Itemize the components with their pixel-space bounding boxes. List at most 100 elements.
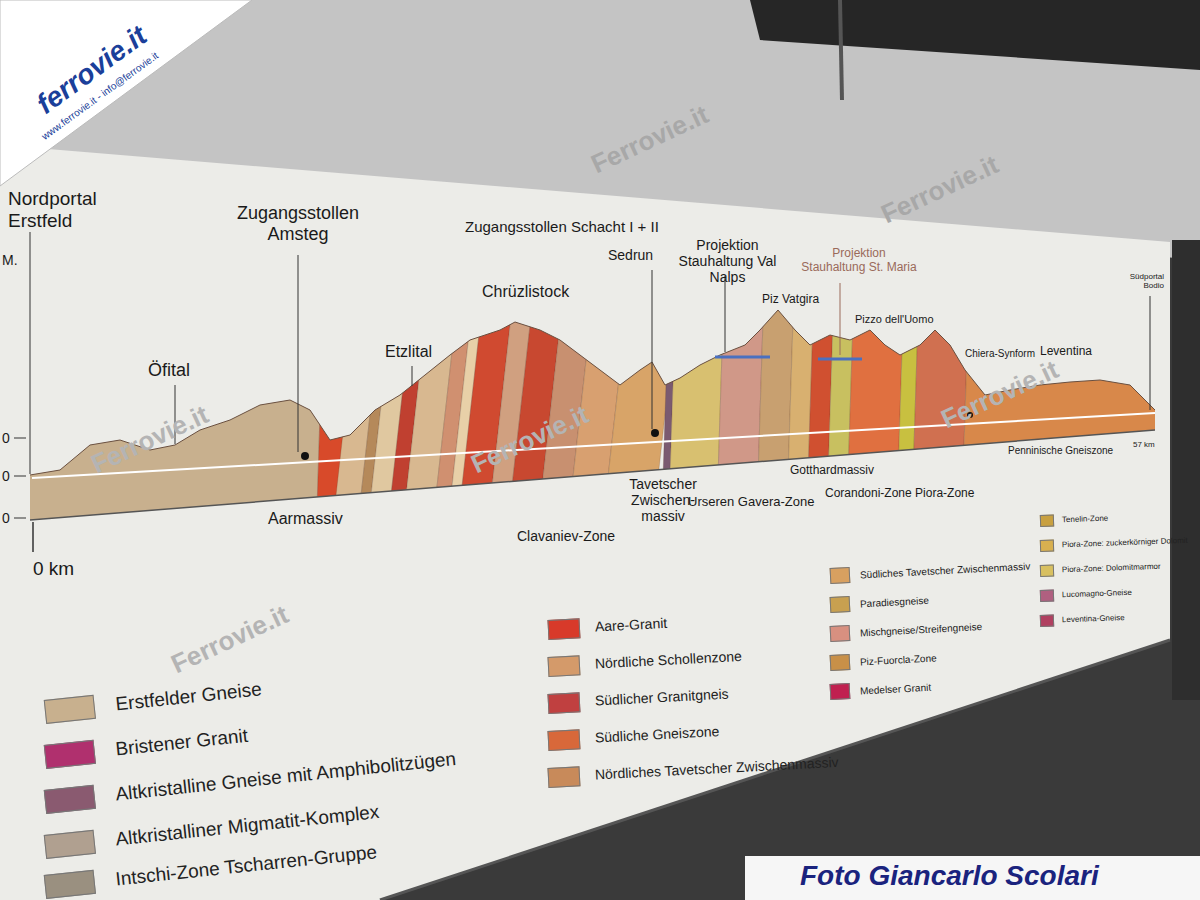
shaft-label: Sedrun [608, 247, 653, 263]
watermark: Ferrovie.it [877, 150, 1004, 230]
peak-label: Piz Vatgira [762, 293, 819, 307]
valley-label: Öfital [148, 360, 190, 381]
legend-swatch [547, 618, 580, 640]
synform-label: Chiera-Synform [965, 348, 1035, 360]
legend-row: Südliches Tavetscher Zwischenmassiv [830, 558, 1031, 584]
watermark: Ferrovie.it [467, 400, 594, 480]
axis-unit: M. [2, 252, 18, 268]
legend-row: Südlicher Granitgneis [547, 685, 729, 714]
reservoir-line [818, 358, 862, 361]
valley-label: Etzlital [385, 343, 432, 361]
legend-swatch [1040, 515, 1054, 527]
legend-text: Medelser Granit [860, 681, 932, 696]
axis-tick [14, 438, 26, 439]
reservoir-line [715, 356, 770, 359]
legend-swatch [44, 785, 96, 814]
leader-line [652, 270, 653, 429]
distance-label: 0 km [33, 558, 74, 580]
legend-swatch [1040, 590, 1054, 602]
leader-line [298, 255, 299, 452]
legend-swatch [1040, 565, 1054, 577]
cross-section [26, 290, 1164, 540]
axis-tick [14, 476, 26, 477]
legend-text: Bristener Granit [115, 725, 250, 760]
legend-text: Piz-Fuorcla-Zone [860, 652, 937, 667]
legend-swatch [830, 567, 851, 584]
base-line [30, 430, 1155, 520]
leader-line [1150, 296, 1151, 410]
legend-row: Piz-Fuorcla-Zone [830, 649, 937, 671]
legend-row: Leventina-Gneise [1040, 612, 1125, 627]
rock-stripe [846, 290, 904, 540]
watermark: Ferrovie.it [937, 355, 1064, 435]
legend-row: Tenelin-Zone [1040, 513, 1109, 527]
legend-text: Südlicher Granitgneis [595, 687, 729, 709]
legend-text: Piora-Zone: Dolomitmarmor [1062, 562, 1161, 574]
pipe [840, 0, 842, 100]
legend-row: Erstfelder Gneise [44, 677, 263, 724]
station-dot [301, 452, 309, 460]
legend-text: Piora-Zone: zuckerkörniger Dolomit [1062, 536, 1188, 549]
legend-text: Tenelin-Zone [1062, 514, 1109, 524]
legend-row: Piora-Zone: Dolomitmarmor [1040, 561, 1161, 577]
legend-row: Nördliche Schollenzone [547, 647, 742, 677]
zone-label: Corandoni-Zone Piora-Zone [825, 487, 974, 501]
legend-swatch [830, 683, 851, 700]
station-dot [651, 429, 659, 437]
peak-label: Chrüzlistock [482, 283, 569, 301]
zone-label: Clavaniev-Zone [517, 528, 615, 544]
distance-label: 57 km [1133, 440, 1155, 449]
legend-row: Südliche Gneiszone [547, 722, 719, 751]
leader-line [725, 276, 726, 352]
wall-dark [1172, 240, 1200, 700]
legend-swatch [44, 740, 96, 769]
leader-line [30, 232, 31, 474]
legend-swatch [1040, 540, 1054, 552]
zone-label: Penninische Gneiszone [1008, 445, 1113, 457]
legend-swatch [44, 870, 96, 899]
leader-line [840, 283, 841, 355]
reservoir-label: Projektion Stauhaltung Val Nalps [665, 237, 790, 285]
legend-text: Leventina-Gneise [1062, 614, 1125, 625]
legend-swatch [547, 655, 580, 677]
legend-text: Aare-Granit [595, 616, 668, 635]
leader-line [412, 366, 413, 386]
watermark: Ferrovie.it [87, 400, 214, 480]
credit-box [745, 856, 1200, 900]
shaft-label: Zugangsstollen Schacht I + II [465, 218, 659, 235]
axis-tick-label: 0 [2, 430, 10, 446]
legend-row: Piora-Zone: zuckerkörniger Dolomit [1040, 535, 1188, 552]
legend-text: Nördliche Schollenzone [595, 649, 743, 672]
legend-swatch [830, 596, 851, 613]
axis-tick [14, 518, 26, 519]
legend-swatch [547, 729, 580, 751]
legend-row: Paradiesgneise [830, 592, 930, 613]
legend-row: Aare-Granit [547, 614, 667, 640]
logo-banner [0, 0, 252, 186]
legend-swatch [44, 695, 96, 724]
peak-label: Pizzo dell'Uomo [855, 313, 934, 326]
zone-label: Tavetscher Zwischen- massiv [625, 476, 701, 524]
legend-text: Lucomagno-Gneise [1062, 588, 1132, 599]
legend-row: Lucomagno-Gneise [1040, 587, 1132, 602]
rock-stripe [316, 290, 349, 540]
legend-swatch [44, 830, 96, 859]
legend-swatch [830, 625, 851, 642]
photo-credit: Foto Giancarlo Scolari [800, 860, 1099, 892]
legend-text: Altkristalliner Migmatit-Komplex [115, 801, 381, 849]
legend-text: Mischgneise/Streifengneise [860, 621, 983, 638]
ceiling [750, 0, 1200, 70]
legend-swatch [547, 692, 580, 714]
legend-swatch [830, 654, 851, 671]
legend-text: Erstfelder Gneise [115, 679, 263, 715]
axis-tick-label: 0 [2, 510, 10, 526]
board [0, 145, 1170, 900]
legend-swatch [547, 766, 580, 788]
legend-text: Paradiesgneise [860, 594, 929, 609]
adit-label: Zugangsstollen Amsteg [222, 203, 374, 244]
reservoir-label: Projektion Stauhaltung St. Maria [800, 247, 918, 275]
legend-text: Südliches Tavetscher Zwischenmassiv [860, 560, 1031, 580]
